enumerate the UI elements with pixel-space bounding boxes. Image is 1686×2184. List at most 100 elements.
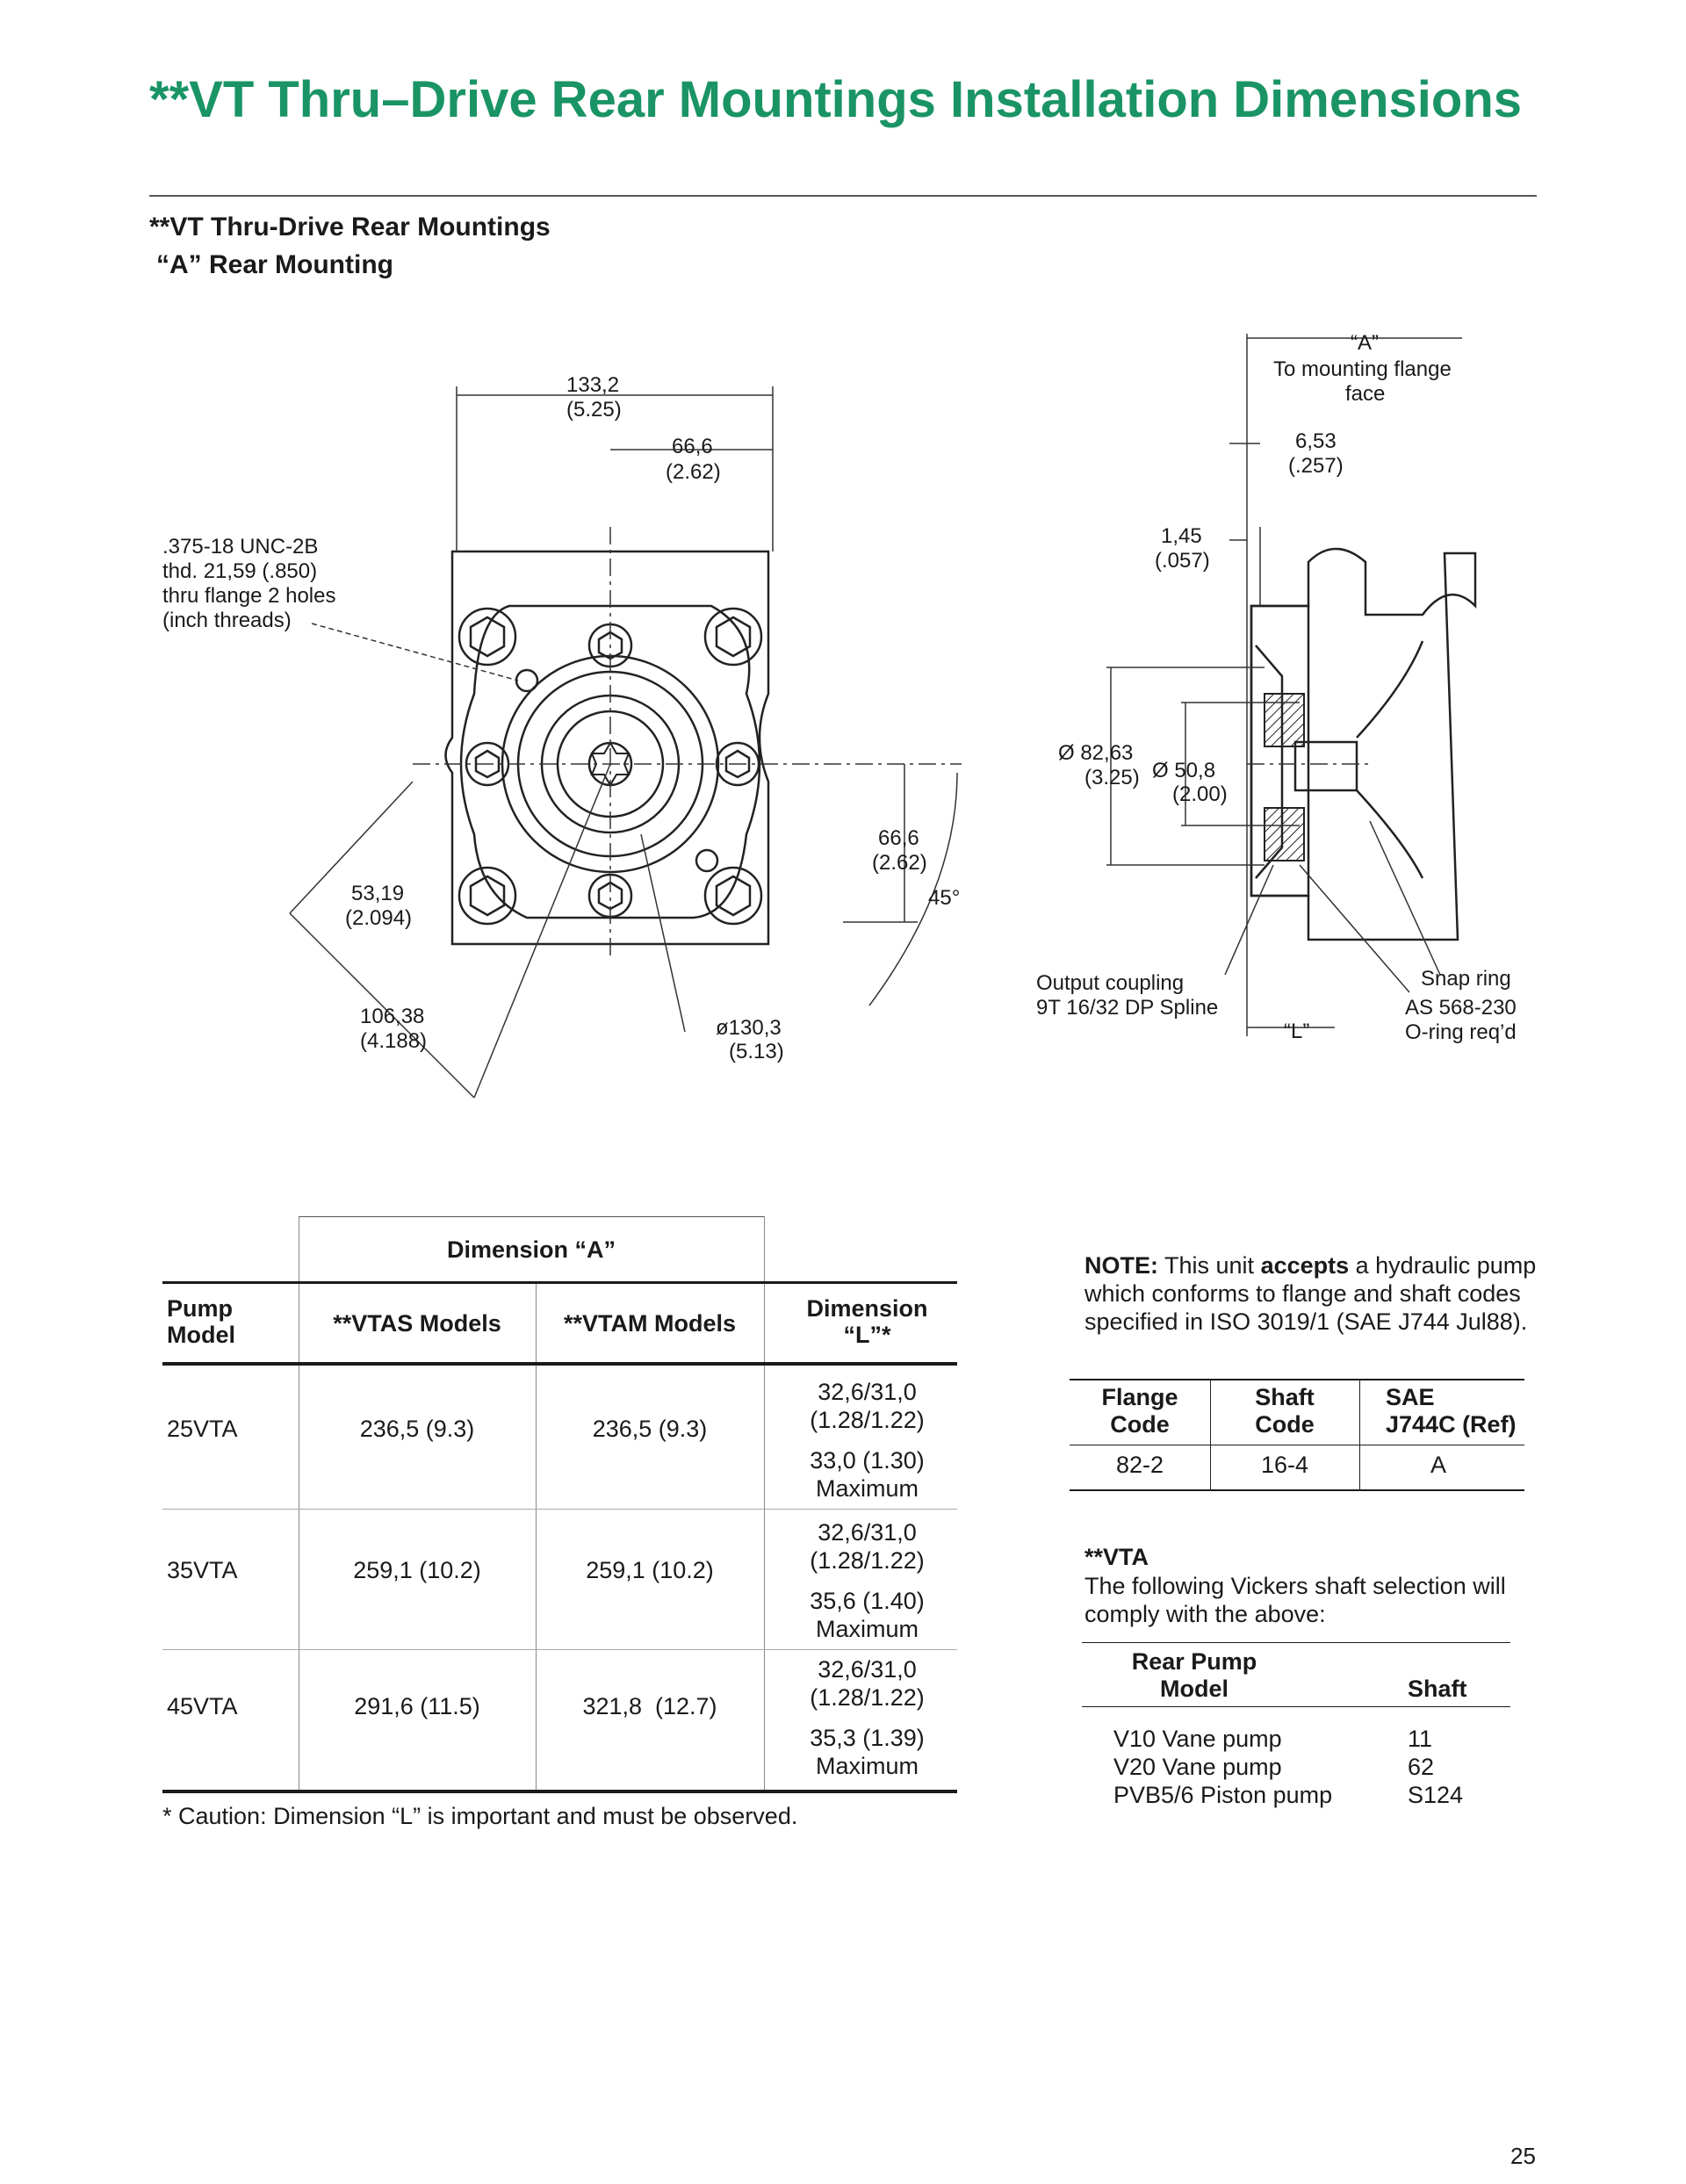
vta-row-shaft: S124	[1408, 1782, 1464, 1808]
row-l-tol-in: (1.28/1.22)	[810, 1547, 925, 1574]
dim-130-label: ø130,3	[716, 1016, 782, 1040]
flange-outline	[459, 604, 761, 919]
corner-bolt	[703, 607, 763, 667]
vta-row-model: V10 Vane pump	[1113, 1726, 1282, 1752]
note-lead: NOTE:	[1084, 1252, 1158, 1279]
a-desc-line1: To mounting flange	[1273, 357, 1452, 381]
row-model: 45VTA	[167, 1693, 238, 1719]
dim-145-inch: (.057)	[1155, 549, 1210, 573]
dim-145-label: 1,45	[1161, 524, 1202, 548]
section-heading: **VT Thru-Drive Rear Mountings	[149, 213, 551, 241]
compliance-note: NOTE: This unit accepts a hydraulic pump…	[1084, 1251, 1541, 1336]
thread-note-line4: (inch threads)	[162, 609, 292, 632]
vta-heading: **VTA	[1084, 1544, 1149, 1570]
code-sae-value: A	[1430, 1452, 1446, 1478]
row-vtas: 291,6 (11.5)	[354, 1693, 480, 1719]
dim-66-side-inch: (2.62)	[872, 851, 927, 875]
dim-133-inch: (5.25)	[566, 398, 622, 422]
note-text-1: This unit	[1158, 1252, 1261, 1279]
corner-bolt	[458, 866, 517, 926]
dim-8263-inch: (3.25)	[1084, 766, 1140, 789]
col-header-dimension-l: Dimension “L”*	[806, 1295, 928, 1348]
dim-106-inch: (4.188)	[360, 1029, 427, 1053]
threaded-hole	[695, 848, 719, 873]
caution-note: * Caution: Dimension “L” is important an…	[162, 1803, 798, 1829]
row-l-tol-in: (1.28/1.22)	[810, 1407, 925, 1433]
dim-53-inch: (2.094)	[345, 906, 412, 930]
dim-653-inch: (.257)	[1288, 454, 1344, 478]
vta-row-model: PVB5/6 Piston pump	[1113, 1782, 1333, 1808]
row-vtas: 259,1 (10.2)	[353, 1557, 481, 1583]
angle-label: 45°	[928, 886, 960, 910]
page-title: **VT Thru–Drive Rear Mountings Installat…	[149, 71, 1523, 128]
vta-row-shaft: 62	[1408, 1754, 1435, 1780]
dim-133-label: 133,2	[566, 373, 619, 397]
dim-508-label: Ø 50,8	[1152, 759, 1215, 782]
row-l-tol: 32,6/31,0	[818, 1519, 917, 1546]
side-housing	[1250, 547, 1477, 941]
snap-ring-label: Snap ring	[1421, 967, 1511, 991]
dim-106-label: 106,38	[360, 1005, 424, 1028]
mounting-drawing: 133,2 (5.25) 66,6 (2.62) .375-18 UNC-2B …	[162, 331, 1517, 1099]
oring-line1: AS 568-230	[1405, 996, 1517, 1020]
flange-bolt	[715, 741, 760, 787]
note-bold: accepts	[1260, 1252, 1350, 1279]
page-number: 25	[1510, 2143, 1536, 2169]
section-subheading: “A” Rear Mounting	[156, 250, 393, 279]
a-dim-label: “A”	[1351, 331, 1379, 355]
vta-row-model: V20 Vane pump	[1113, 1754, 1282, 1780]
code-header-flange: Flange Code	[1101, 1384, 1178, 1438]
threaded-hole	[515, 668, 539, 693]
dim-653-label: 6,53	[1295, 429, 1337, 453]
thread-note-line1: .375-18 UNC-2B	[162, 535, 318, 559]
group-header-dimension-a: Dimension “A”	[446, 1236, 616, 1263]
code-header-sae: SAE J744C (Ref)	[1386, 1384, 1517, 1438]
coupling-line1: Output coupling	[1036, 971, 1184, 995]
pump-body-outline	[444, 550, 770, 946]
row-l-max: 35,3 (1.39)	[810, 1725, 925, 1751]
row-vtam: 321,8 (12.7)	[582, 1693, 717, 1719]
row-vtas: 236,5 (9.3)	[359, 1416, 475, 1442]
dim-66-top-inch: (2.62)	[666, 460, 721, 484]
row-l-max: 35,6 (1.40)	[810, 1588, 925, 1614]
code-header-shaft: Shaft Code	[1255, 1384, 1315, 1438]
side-body-break	[1356, 640, 1424, 879]
row-l-tol: 32,6/31,0	[818, 1656, 917, 1683]
col-header-vtas: **VTAS Models	[333, 1310, 501, 1337]
code-flange-value: 82-2	[1115, 1452, 1164, 1478]
dim-8263-label: Ø 82,63	[1058, 741, 1133, 765]
vta-text: The following Vickers shaft selection wi…	[1084, 1573, 1506, 1627]
dim-130-inch: (5.13)	[729, 1040, 784, 1063]
row-model: 25VTA	[167, 1416, 238, 1442]
oring-line2: O-ring req’d	[1405, 1020, 1517, 1044]
row-l-max-label: Maximum	[815, 1616, 919, 1642]
vta-row-shaft: 11	[1408, 1726, 1433, 1752]
thread-note-line2: thd. 21,59 (.850)	[162, 559, 317, 583]
vta-header-model: Rear Pump Model	[1131, 1648, 1257, 1702]
note-text-2: a hydraulic pump which conforms to flang…	[1084, 1252, 1537, 1335]
row-l-max: 33,0 (1.30)	[810, 1447, 925, 1474]
row-l-max-label: Maximum	[815, 1753, 919, 1779]
row-l-tol: 32,6/31,0	[818, 1379, 917, 1405]
side-coupling	[1255, 645, 1284, 879]
coupling-line2: 9T 16/32 DP Spline	[1036, 996, 1218, 1020]
vta-header-shaft: Shaft	[1408, 1676, 1467, 1702]
thread-note-line3: thru flange 2 holes	[162, 584, 335, 608]
row-l-tol-in: (1.28/1.22)	[810, 1684, 925, 1711]
dim-66-top-label: 66,6	[672, 435, 713, 458]
dim-53-label: 53,19	[351, 882, 404, 905]
col-header-vtam: **VTAM Models	[563, 1310, 736, 1337]
row-vtam: 236,5 (9.3)	[592, 1416, 708, 1442]
code-shaft-value: 16-4	[1260, 1452, 1309, 1478]
l-dim-label: “L”	[1284, 1020, 1309, 1043]
dim-508-inch: (2.00)	[1172, 782, 1228, 806]
title-divider	[149, 195, 1537, 197]
corner-bolt	[703, 866, 763, 926]
col-header-pump-model: Pump Model	[167, 1295, 235, 1348]
a-desc-line2: face	[1345, 382, 1385, 406]
side-flange	[1250, 604, 1310, 897]
row-vtam: 259,1 (10.2)	[586, 1557, 714, 1583]
corner-bolt	[458, 607, 517, 667]
side-bore	[1293, 740, 1358, 792]
dim-66-side-label: 66,6	[878, 826, 919, 850]
